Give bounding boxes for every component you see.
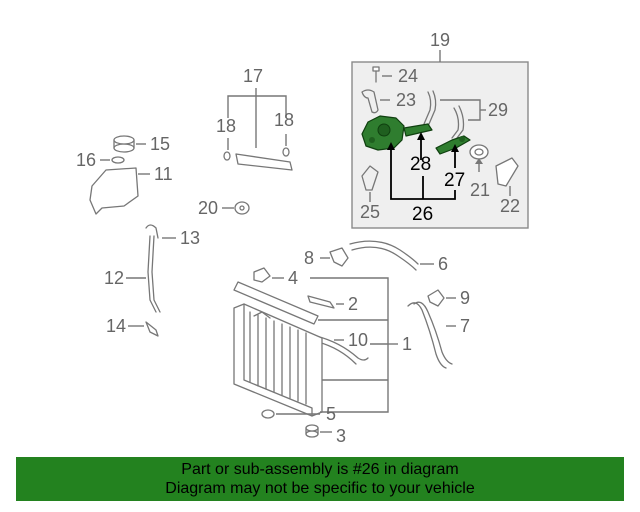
callout-24: 24 — [398, 66, 418, 86]
part-17-pipe-icon — [235, 153, 293, 171]
part-2-hose-icon — [307, 295, 335, 309]
radiator-support-bar-icon — [233, 281, 319, 325]
part-20-cap-icon — [234, 201, 250, 215]
callout-25: 25 — [360, 202, 380, 222]
callout-26: 26 — [412, 204, 433, 225]
callout-29: 29 — [488, 100, 508, 120]
callout-22: 22 — [500, 196, 520, 216]
callout-28: 28 — [410, 154, 431, 175]
callout-9: 9 — [460, 288, 470, 308]
callout-8: 8 — [304, 248, 314, 268]
callout-6: 6 — [438, 254, 448, 274]
part-7-lower-hose-icon — [407, 301, 453, 369]
part-6-upper-hose-icon — [349, 240, 419, 271]
callout-3: 3 — [336, 426, 346, 446]
part-24-bolt-icon — [372, 66, 380, 83]
callout-11: 11 — [154, 164, 173, 184]
callout-16: 16 — [76, 150, 96, 170]
callout-7: 7 — [460, 316, 470, 336]
callout-23: 23 — [396, 90, 416, 110]
part-5-drain-plug-icon — [261, 409, 275, 419]
callout-19: 19 — [430, 30, 450, 50]
callout-14: 14 — [106, 316, 126, 336]
part-14-bracket-icon — [145, 321, 159, 337]
callout-27: 27 — [444, 170, 465, 191]
part-13-clip-icon — [145, 224, 159, 239]
callout-18-left: 18 — [216, 116, 236, 136]
callout-12: 12 — [104, 268, 124, 288]
callout-4: 4 — [288, 268, 298, 288]
callout-10: 10 — [348, 330, 368, 350]
part-23-hose-icon — [361, 89, 379, 114]
part-15-cap-icon — [113, 135, 135, 153]
callout-2: 2 — [348, 294, 358, 314]
callout-20: 20 — [198, 198, 218, 218]
part-8-clip-icon — [329, 247, 349, 267]
part-25-sensor-icon — [361, 165, 379, 191]
callout-5: 5 — [326, 404, 336, 424]
part-16-gasket-icon — [111, 156, 125, 164]
part-9-clip-icon — [427, 289, 445, 307]
part-11-reservoir-icon — [89, 167, 139, 215]
part-29-pipe-icon-b — [451, 105, 465, 139]
callout-21: 21 — [470, 180, 490, 200]
part-1-radiator-icon — [233, 303, 323, 417]
part-4-bracket-icon — [253, 267, 271, 283]
part-12-hose-icon — [147, 235, 161, 313]
banner-line-1: Part or sub-assembly is #26 in diagram — [181, 461, 459, 478]
exploded-parts-diagram: 19 24 23 29 28 27 26 25 21 — [76, 30, 529, 446]
callout-1: 1 — [402, 334, 412, 354]
part-3-mount-icon — [305, 424, 319, 438]
callout-18-right: 18 — [274, 110, 294, 130]
info-banner: Part or sub-assembly is #26 in diagram D… — [16, 457, 624, 501]
part-21-thermostat-icon — [469, 144, 489, 160]
callout-13: 13 — [180, 228, 200, 248]
callout-17: 17 — [243, 66, 263, 86]
banner-line-2: Diagram may not be specific to your vehi… — [165, 480, 475, 497]
part-29-pipe-icon — [423, 90, 437, 125]
part-22-inlet-icon — [495, 157, 519, 187]
callout-15: 15 — [150, 134, 170, 154]
part-26-highlighted-assembly-icon — [361, 115, 471, 155]
